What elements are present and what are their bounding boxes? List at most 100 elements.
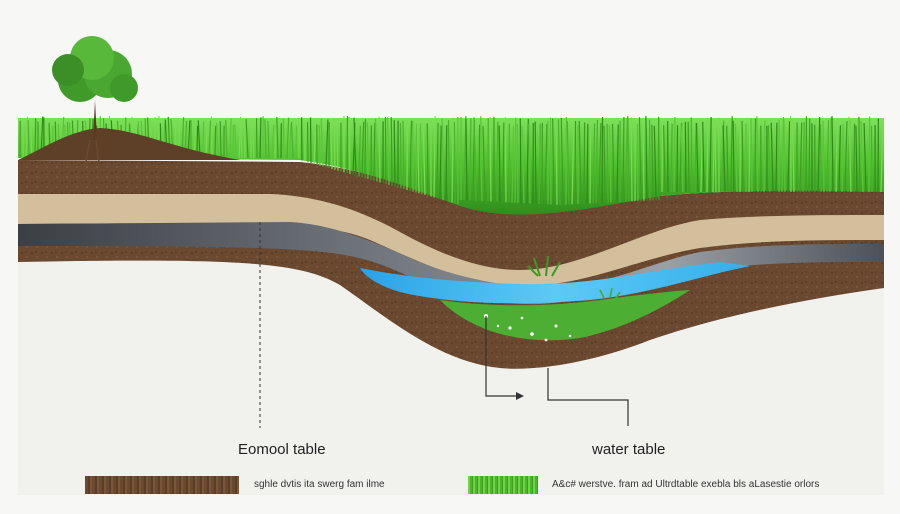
grass-blade [732, 120, 735, 193]
grass-blade [271, 124, 275, 159]
grass-blade [880, 120, 884, 193]
grass-blade [393, 120, 396, 187]
sand-layer [18, 194, 884, 287]
grass-blade [214, 125, 217, 159]
grass-blade [433, 116, 436, 198]
grass-blade [282, 118, 285, 159]
callout-arrow [485, 316, 516, 397]
legend-text-soil: sghle dvtis ita swerg fam ilme [254, 479, 385, 490]
grass-blade [578, 120, 582, 204]
grass-blade [589, 119, 592, 204]
grass-blade [557, 119, 561, 206]
pebbles [484, 314, 572, 342]
grass-blade [251, 124, 255, 159]
grass-blade [451, 117, 454, 203]
grass-blade [586, 123, 589, 204]
grass-blade [384, 116, 387, 185]
grass-blade [426, 123, 429, 196]
plant-icon-small [599, 287, 621, 299]
soil-mound [18, 128, 240, 160]
grass-blade [419, 123, 423, 195]
grass-blade [29, 122, 33, 159]
grass-blade [286, 117, 290, 159]
grass-blade [264, 119, 267, 159]
grass-blade [826, 120, 830, 193]
grass-blade [348, 116, 351, 175]
grass-blade [791, 118, 795, 193]
grass-blade [330, 120, 333, 169]
grass-blade [478, 124, 481, 201]
grass-blade [642, 119, 645, 201]
grass-blade [25, 116, 29, 159]
grass-blade [673, 116, 676, 193]
grass-blade [831, 116, 834, 193]
grass-blade [775, 122, 778, 193]
grass-blade [210, 116, 213, 159]
grass-blade [366, 122, 369, 180]
grass-blade [763, 120, 766, 193]
grass-blade [534, 121, 537, 204]
grass-blade [465, 118, 468, 201]
grass-blade [627, 116, 630, 202]
grass-blade [560, 117, 564, 205]
grass-blade [663, 125, 666, 193]
grass-blade [528, 123, 531, 204]
grass-blade [205, 123, 208, 159]
grass-blade [441, 118, 444, 201]
grass-blade [574, 121, 577, 205]
grass-blade [695, 122, 699, 193]
grass-blade [373, 122, 376, 181]
grass-blade [453, 121, 456, 204]
grass-blade [680, 123, 684, 193]
grass-blade [653, 125, 657, 201]
grass-blade [386, 117, 390, 185]
grass-blade [318, 124, 321, 166]
grass-blade [436, 122, 439, 199]
grass-blade [858, 116, 861, 193]
grass-blade [422, 118, 426, 196]
grass-blade [208, 120, 212, 159]
label-water-table: water table [592, 441, 666, 458]
grass-blade [583, 122, 586, 204]
grass-blade [625, 117, 628, 202]
grass-blade [835, 120, 838, 193]
grass-blade [603, 125, 606, 203]
grass-blade [402, 120, 405, 190]
grass-blade [787, 121, 791, 193]
grass-blade [504, 117, 507, 203]
grass-blade [676, 125, 679, 193]
grass-blade [514, 117, 517, 203]
green-hollow [440, 290, 690, 341]
grass-blade [555, 117, 558, 205]
grass-blade [844, 121, 848, 193]
grass-blade [756, 116, 759, 193]
label-left-callout: Eomool table [238, 441, 326, 458]
grass-blade [267, 120, 270, 159]
grass-blade [276, 116, 279, 159]
grass-blade [289, 123, 292, 159]
grass-blade [399, 122, 402, 189]
grass-blade [274, 125, 277, 159]
grass-blade [480, 116, 483, 202]
grass-blade [700, 121, 703, 193]
grass-blade [313, 123, 317, 164]
grass-blade [622, 116, 625, 202]
grass-blade [552, 118, 555, 205]
grass-blade [808, 118, 811, 193]
grass-blade [498, 125, 501, 203]
grass-blade [741, 120, 744, 193]
grass-blade [290, 121, 294, 159]
grass-blade [781, 117, 785, 193]
grass-blade [259, 117, 262, 159]
grass-blade [748, 121, 751, 193]
grass-blade [651, 124, 654, 201]
grass-blade [712, 120, 715, 193]
grass-blade [767, 125, 771, 193]
grass-blade [439, 125, 442, 200]
grass-blade [469, 118, 472, 201]
grass-blade [750, 118, 753, 193]
grass-blade [202, 121, 205, 159]
grass-blade [34, 118, 37, 159]
grass-blade [325, 119, 329, 168]
